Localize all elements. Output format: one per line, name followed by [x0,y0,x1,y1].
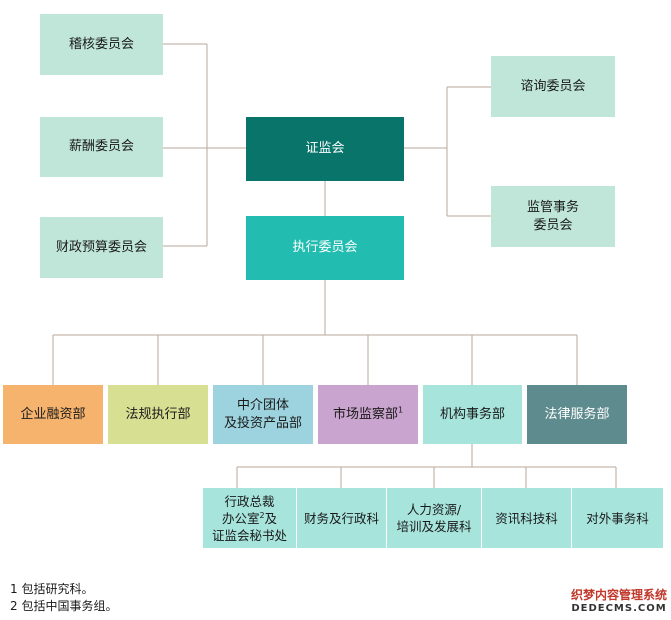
audit-committee-label: 稽核委员会 [68,36,134,52]
human-resources-box: 人力资源/ 培训及发展科 [387,488,481,548]
audit-committee-box: 稽核委员会 [40,14,163,75]
corporate-affairs-label: 机构事务部 [439,406,505,422]
supervisory-committee-label-line2: 委员会 [533,217,573,233]
intermediaries-label-line1: 中介团体 [236,397,289,413]
legal-services-box: 法律服务部 [527,385,627,444]
remuneration-committee-box: 薪酬委员会 [40,117,163,177]
watermark-en: DEDECMS.COM [571,603,667,614]
executive-committee-box: 执行委员会 [246,216,404,280]
ceo-office-box: 行政总裁 办公室2及 证监会秘书处 [203,488,296,548]
corporate-finance-box: 企业融资部 [3,385,103,444]
sfc-box: 证监会 [246,117,404,181]
budget-committee-box: 财政预算委员会 [40,217,163,278]
footnote-marker-2: 2 [259,510,265,520]
corporate-affairs-box: 机构事务部 [423,385,522,444]
footnote-marker-1: 1 [397,405,404,415]
ceo-office-text-a: 办公室 [221,510,260,526]
intermediaries-box: 中介团体 及投资产品部 [213,385,313,444]
external-affairs-box: 对外事务科 [572,488,663,548]
ceo-office-text-b: 及 [264,510,278,526]
intermediaries-label-line2: 及投资产品部 [223,415,302,431]
executive-committee-label: 执行委员会 [292,240,358,255]
ceo-office-label-line3: 证监会秘书处 [211,527,287,543]
market-surveillance-text: 市场监察部 [332,406,398,422]
footnote-2: 2 包括中国事务组。 [10,599,118,613]
ceo-office-label-line2: 办公室2及 [222,510,277,527]
footnote-1: 1 包括研究科。 [10,582,94,596]
advisory-committee-box: 谘询委员会 [491,56,615,117]
legal-services-label: 法律服务部 [544,406,610,422]
supervisory-committee-label-line1: 监管事务 [526,199,579,215]
remuneration-committee-label: 薪酬委员会 [68,139,134,154]
watermark: 织梦内容管理系统 DEDECMS.COM [571,586,667,614]
ceo-office-label-line1: 行政总裁 [224,493,275,509]
market-surveillance-box: 市场监察部1 [318,385,418,444]
enforcement-label: 法规执行部 [125,406,191,422]
finance-admin-label: 财务及行政科 [303,510,379,526]
advisory-committee-label: 谘询委员会 [520,78,586,94]
sfc-label: 证监会 [305,141,345,156]
external-affairs-label: 对外事务科 [586,510,649,526]
human-resources-label-line2: 培训及发展科 [396,519,472,534]
human-resources-label-line1: 人力资源/ [406,502,462,517]
finance-admin-box: 财务及行政科 [297,488,386,548]
watermark-cn: 织梦内容管理系统 [570,588,667,602]
corporate-finance-label: 企业融资部 [20,406,86,422]
market-surveillance-label: 市场监察部1 [333,406,403,424]
information-technology-box: 资讯科技科 [482,488,571,548]
information-technology-label: 资讯科技科 [495,510,558,526]
budget-committee-label: 财政预算委员会 [55,239,147,255]
supervisory-committee-box: 监管事务 委员会 [491,186,615,247]
enforcement-box: 法规执行部 [108,385,208,444]
